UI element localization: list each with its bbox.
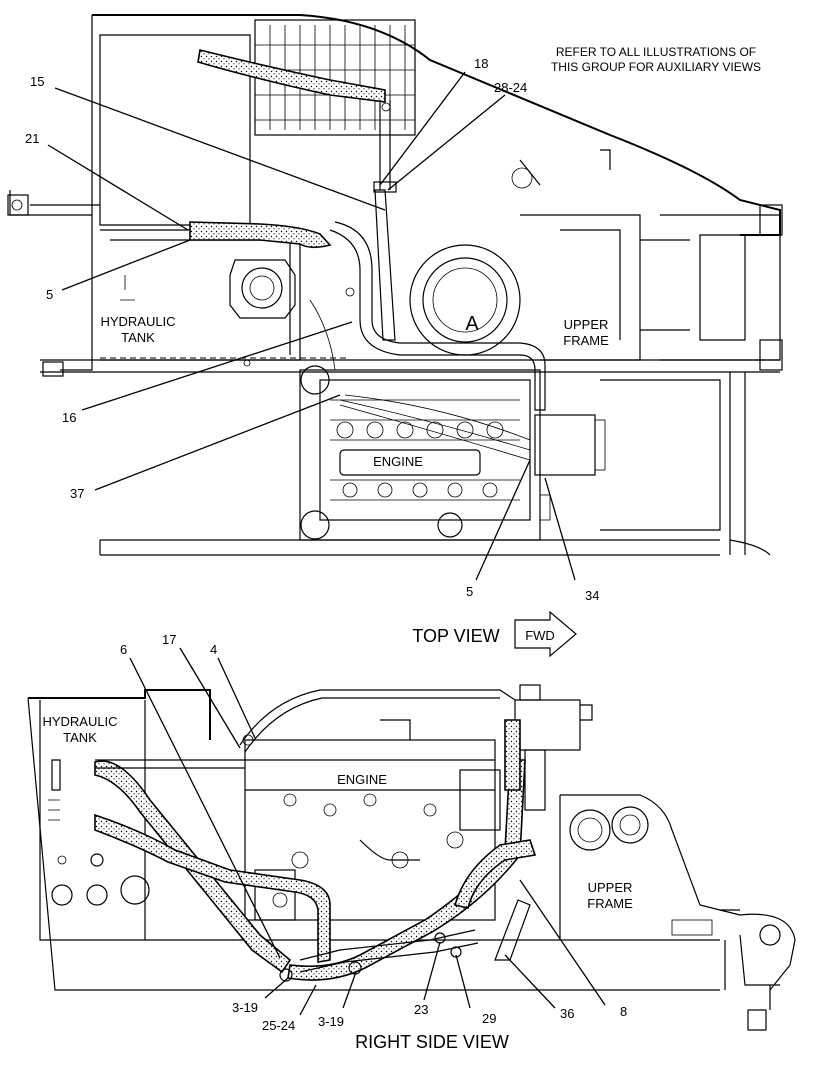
label-tank-top: TANK — [121, 330, 155, 345]
side-view-leaders — [129, 647, 606, 1016]
top-view-title: TOP VIEW — [412, 626, 499, 646]
side-view-text: 6 17 4 3-19 25-24 3-19 23 29 36 8 HYDRAU… — [42, 632, 633, 1052]
fwd-label: FWD — [525, 628, 555, 643]
callout-25-24: 25-24 — [262, 1018, 295, 1033]
label-hydraulic-side: HYDRAULIC — [42, 714, 117, 729]
callout-29: 29 — [482, 1011, 496, 1026]
callout-16: 16 — [62, 410, 76, 425]
label-tank-side: TANK — [63, 730, 97, 745]
callout-5-top: 5 — [46, 287, 53, 302]
label-section-a: A — [465, 313, 479, 335]
callout-34: 34 — [585, 588, 599, 603]
callout-5-bottom: 5 — [466, 584, 473, 599]
callout-21: 21 — [25, 131, 39, 146]
label-frame-top: FRAME — [563, 333, 609, 348]
callout-17: 17 — [162, 632, 176, 647]
top-view-text: REFER TO ALL ILLUSTRATIONS OF THIS GROUP… — [25, 45, 761, 646]
callout-23: 23 — [414, 1002, 428, 1017]
callout-36: 36 — [560, 1006, 574, 1021]
label-engine-top: ENGINE — [373, 454, 423, 469]
fwd-arrow: FWD — [514, 610, 577, 658]
label-hydraulic-top: HYDRAULIC — [100, 314, 175, 329]
note-line-1: REFER TO ALL ILLUSTRATIONS OF — [556, 45, 756, 59]
note-line-2: THIS GROUP FOR AUXILIARY VIEWS — [551, 60, 761, 74]
label-frame-side: FRAME — [587, 896, 633, 911]
label-upper-side: UPPER — [588, 880, 633, 895]
callout-18: 18 — [474, 56, 488, 71]
top-view-leaders — [47, 71, 576, 581]
label-upper-top: UPPER — [564, 317, 609, 332]
side-view-title: RIGHT SIDE VIEW — [355, 1032, 509, 1052]
callout-4: 4 — [210, 642, 217, 657]
side-view-drawing — [27, 684, 796, 1031]
callout-37: 37 — [70, 486, 84, 501]
label-engine-side: ENGINE — [337, 772, 387, 787]
top-view-drawing — [7, 14, 783, 556]
callout-8: 8 — [620, 1004, 627, 1019]
callout-3-19-right: 3-19 — [318, 1014, 344, 1029]
callout-28-24: 28-24 — [494, 80, 527, 95]
callout-15: 15 — [30, 74, 44, 89]
callout-6: 6 — [120, 642, 127, 657]
callout-3-19-left: 3-19 — [232, 1000, 258, 1015]
